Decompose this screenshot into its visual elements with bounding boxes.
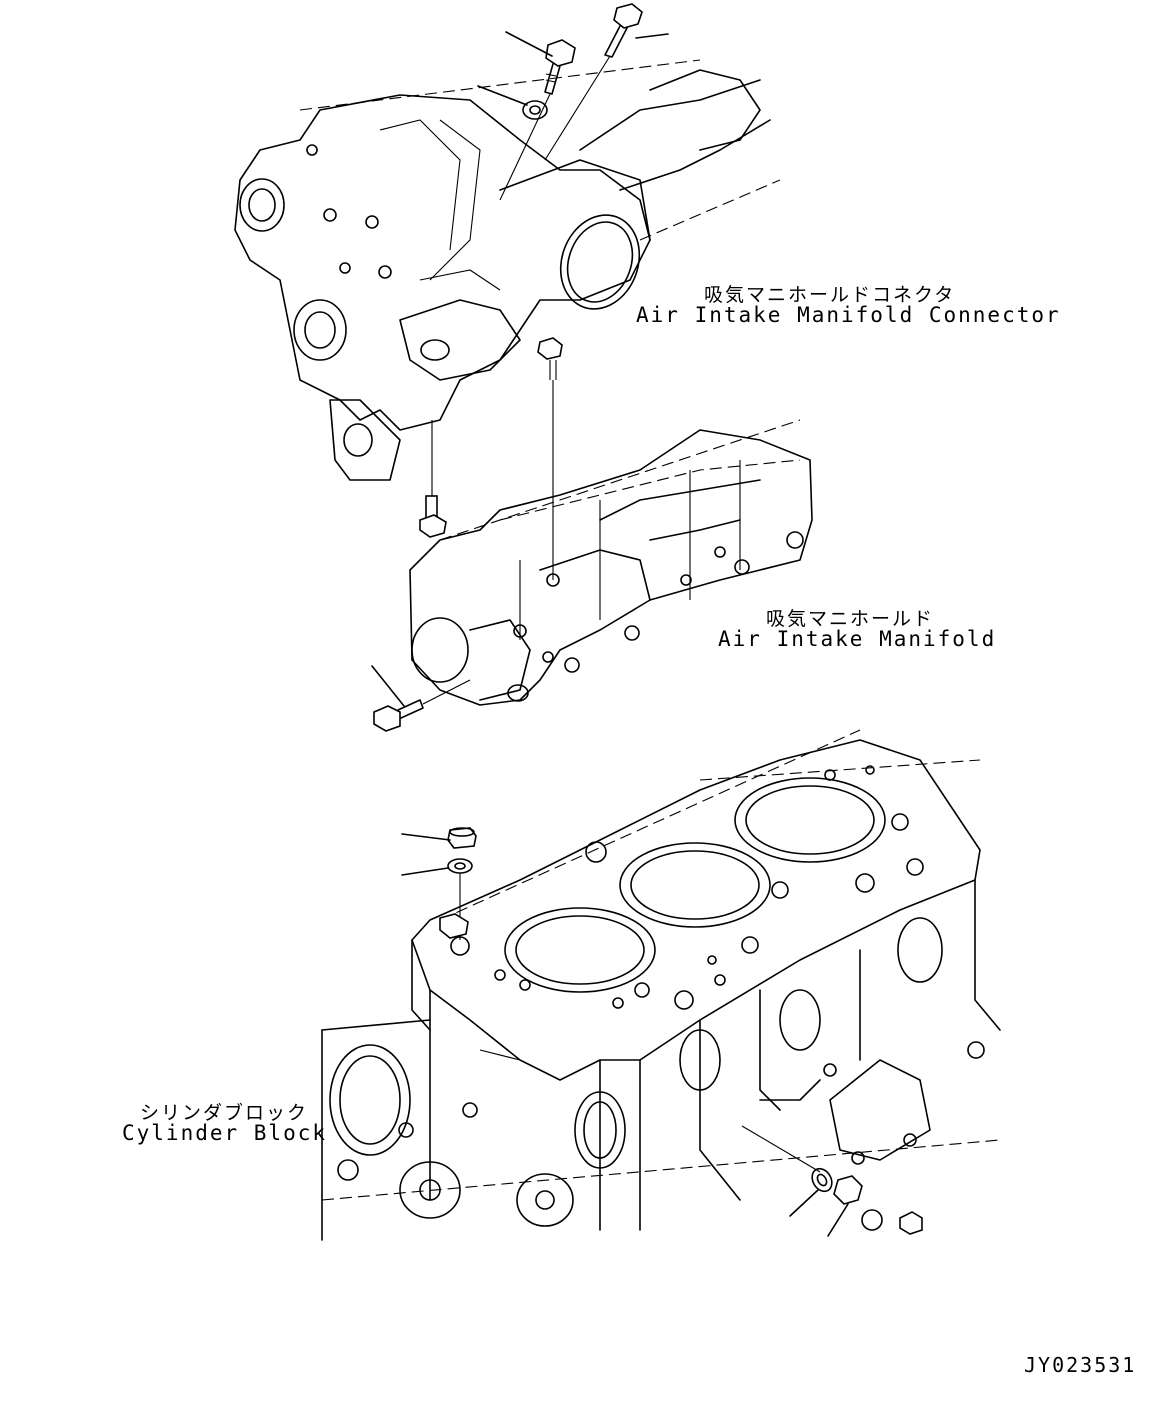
leader-line xyxy=(505,31,553,57)
washer-icon xyxy=(447,858,473,874)
air-intake-manifold-connector xyxy=(234,59,781,481)
leader-line xyxy=(827,1203,849,1237)
cylinder-block xyxy=(321,729,1001,1241)
alignment-line xyxy=(741,1125,821,1173)
bolt-icon xyxy=(373,679,471,732)
leader-line xyxy=(789,1189,819,1217)
washer-icon xyxy=(522,100,548,120)
figure-code: JY023531 xyxy=(1024,1353,1137,1377)
connector-label-en: Air Intake Manifold Connector xyxy=(636,303,1061,327)
washer-icon xyxy=(811,1167,833,1193)
leader-line xyxy=(371,665,405,707)
plug-icon xyxy=(833,1175,863,1205)
plug-icon xyxy=(447,827,477,849)
block-label-jp: シリンダブロック xyxy=(140,1102,309,1124)
leader-line xyxy=(401,867,449,876)
block-label-en: Cylinder Block xyxy=(122,1121,328,1145)
connector-label-jp: 吸気マニホールドコネクタ xyxy=(704,284,956,306)
bolt-icon xyxy=(419,420,447,538)
alignment-line xyxy=(544,55,611,161)
leader-line xyxy=(635,33,669,39)
bolt-icon xyxy=(604,3,643,58)
leader-line xyxy=(477,85,528,106)
air-intake-manifold xyxy=(409,419,813,706)
manifold-label-jp: 吸気マニホールド xyxy=(766,608,935,630)
plug-seat xyxy=(439,913,469,939)
manifold-label-en: Air Intake Manifold xyxy=(718,627,997,651)
leader-line xyxy=(401,833,451,841)
bolt-icon xyxy=(537,337,563,580)
bolt-icon xyxy=(544,39,576,95)
alignment-line xyxy=(499,93,551,201)
